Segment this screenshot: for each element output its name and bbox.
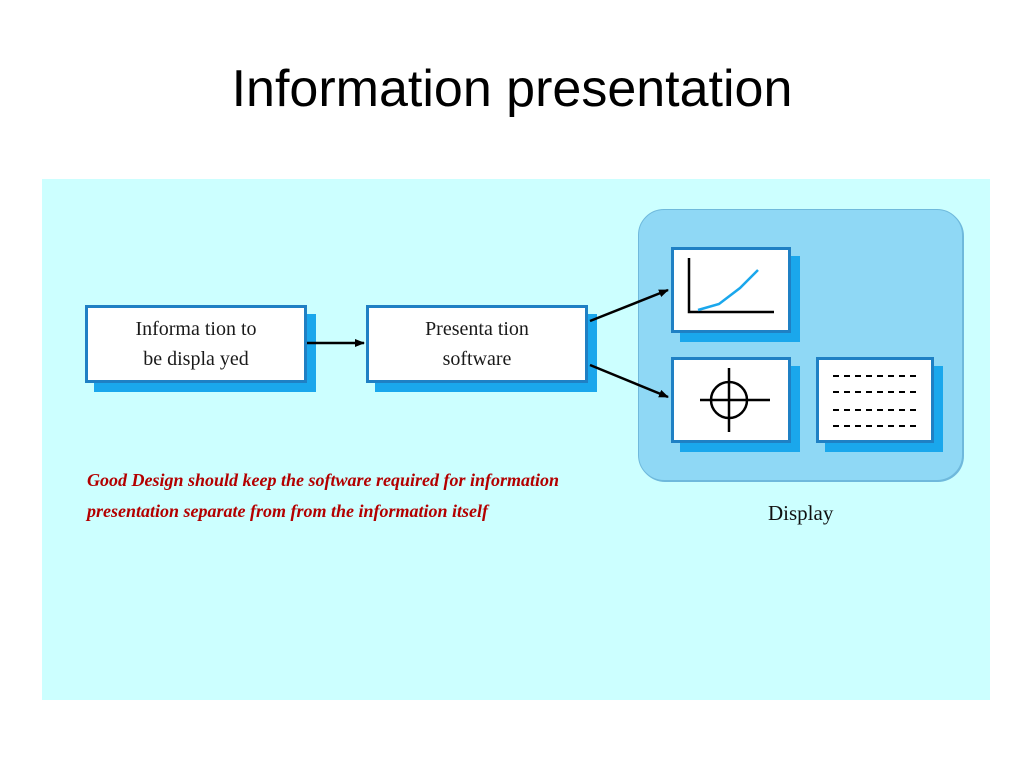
arrow-software-to-graph bbox=[589, 288, 669, 323]
line-graph-icon bbox=[687, 258, 774, 314]
crosshair-icon bbox=[700, 368, 770, 432]
dashed-lines-icon bbox=[833, 375, 919, 427]
arrow-software-to-crosshair bbox=[589, 363, 669, 399]
graph-screen bbox=[671, 247, 791, 333]
diagram-panel: Informa tion to be displa yed Presenta t… bbox=[42, 179, 990, 700]
slide-title: Information presentation bbox=[231, 60, 793, 118]
node-information-label: Informa tion to be displa yed bbox=[135, 318, 257, 370]
display-area bbox=[638, 209, 963, 481]
node-presentation-software: Presenta tion software bbox=[366, 305, 588, 383]
design-note: Good Design should keep the software req… bbox=[87, 470, 560, 521]
crosshair-screen bbox=[671, 357, 791, 443]
display-label: Display bbox=[768, 501, 834, 525]
node-information: Informa tion to be displa yed bbox=[85, 305, 307, 383]
node-presentation-software-label: Presenta tion software bbox=[425, 318, 529, 370]
text-screen bbox=[816, 357, 934, 443]
arrow-layer bbox=[307, 288, 669, 399]
